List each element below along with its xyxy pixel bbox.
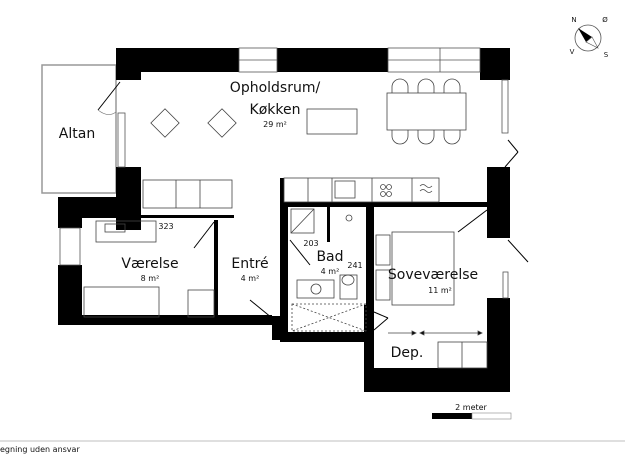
room-bad-label: Bad [316, 249, 343, 265]
room-living-area: 29 m² [263, 120, 287, 129]
room-living-label2: Køkken [250, 102, 301, 118]
furniture [83, 78, 488, 369]
coffee-table [306, 108, 358, 135]
walls [58, 48, 510, 392]
scale-bar: 2 meter [432, 403, 512, 420]
doors [97, 81, 529, 331]
balcony-outline [41, 64, 117, 194]
room-living-label1: Opholdsrum/ [230, 80, 321, 96]
room-sovevaerelse-label: Soveværelse [388, 267, 478, 283]
compass-icon: N Ø S V [570, 16, 609, 59]
room-balcony-label: Altan [59, 126, 95, 142]
sink-icon [296, 279, 335, 299]
dim-241: 241 [347, 261, 362, 270]
room-vaerelse-area: 8 m² [141, 274, 160, 283]
double-bed [391, 231, 455, 306]
room-dep-label: Dep. [391, 345, 424, 361]
armchair-icon [207, 108, 237, 138]
footer-disclaimer: egning uden ansvar [0, 445, 80, 454]
desk [95, 220, 157, 243]
room-bad-area: 4 m² [321, 267, 340, 276]
dim-203: 203 [303, 239, 318, 248]
compass-n: N [571, 16, 576, 24]
bed [83, 286, 160, 318]
windows [59, 47, 509, 299]
dining-table [386, 92, 467, 131]
compass-w: V [570, 48, 575, 56]
kitchen-counter [283, 177, 440, 203]
room-entre-area: 4 m² [241, 274, 260, 283]
room-entre-label: Entré [231, 256, 268, 272]
compass-e: Ø [602, 16, 608, 24]
shower-icon [345, 214, 353, 222]
sofa [142, 179, 233, 209]
room-sovevaerelse-area: 11 m² [428, 286, 452, 295]
dim-323: 323 [158, 222, 173, 231]
scale-label: 2 meter [455, 403, 487, 412]
armchair-icon [150, 108, 180, 138]
room-vaerelse-label: Værelse [121, 256, 178, 272]
compass-s: S [604, 51, 609, 59]
